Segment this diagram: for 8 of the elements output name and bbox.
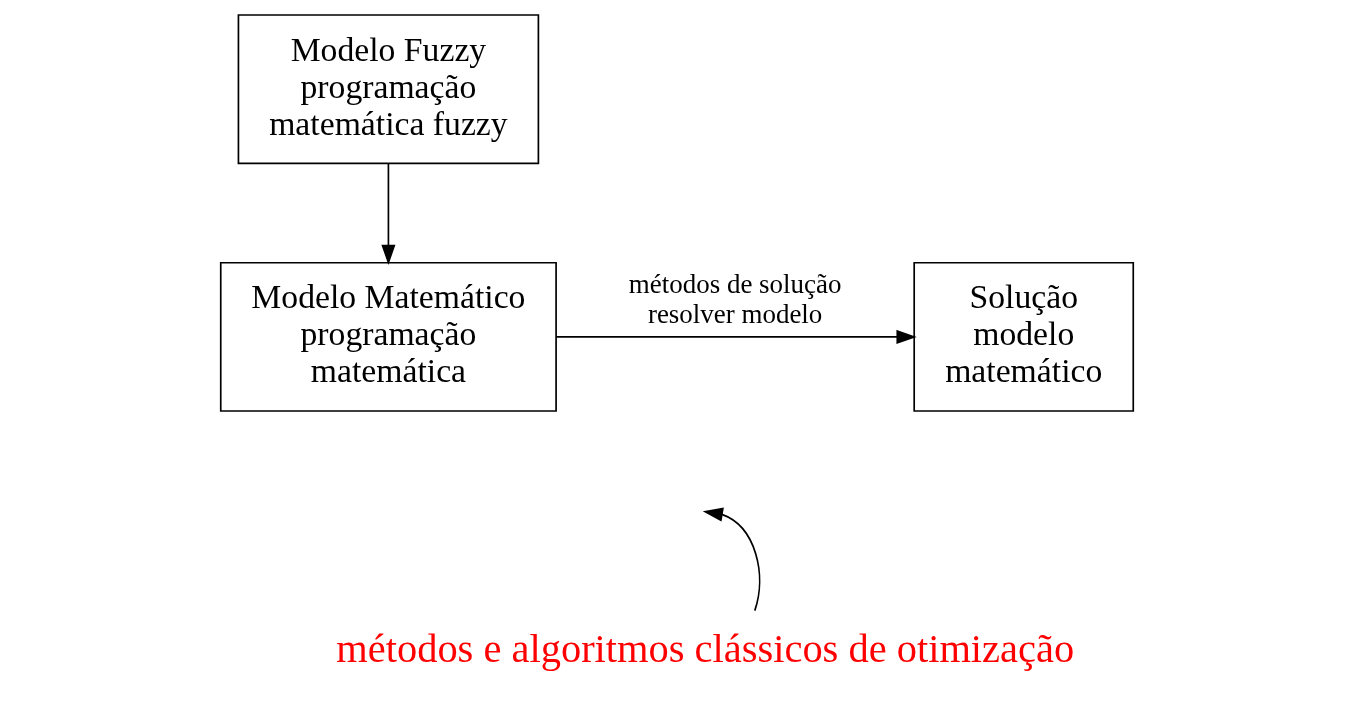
arrow: [554, 329, 917, 344]
node-box: Solução modelo matemático: [912, 261, 1134, 412]
edge-label: métodos de solução resolver modelo: [628, 268, 841, 330]
node-text: métodos e algoritmos clássicos de otimização: [335, 625, 1074, 671]
node-box: Modelo Fuzzy programação matemática fuzzy: [237, 14, 539, 165]
arrow: [380, 162, 395, 265]
arrow: [702, 507, 760, 612]
node-box: Modelo Matemático programação matemática: [219, 261, 557, 412]
